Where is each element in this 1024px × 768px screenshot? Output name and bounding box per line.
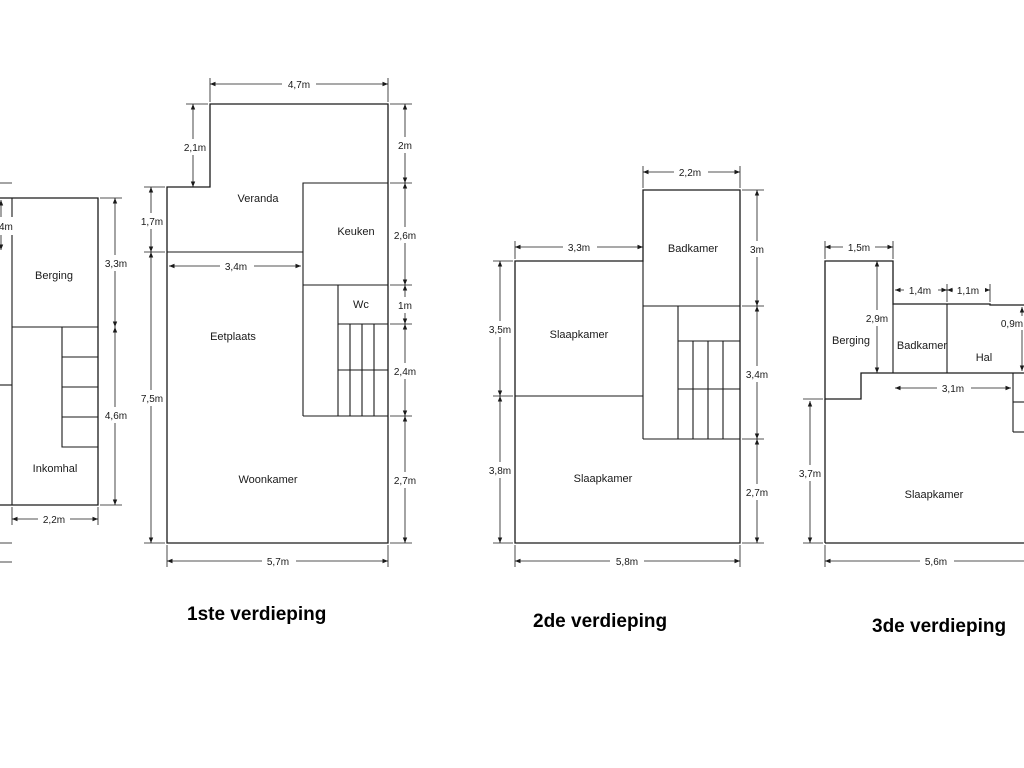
floor1-dim-inner: 3,4m — [225, 262, 247, 273]
floor1-stairs — [337, 324, 388, 416]
floor1-dim-left-top: 1,7m — [141, 217, 163, 228]
floor1-dim-r2: 2,6m — [394, 231, 416, 242]
ground-room-inkomhal: Inkomhal — [33, 463, 78, 475]
floor3-dim-bottom: 5,6m — [925, 557, 947, 568]
floor2-dim-r2: 3,4m — [746, 370, 768, 381]
ground-dim-inkomhal-val: 4,6m — [105, 411, 127, 422]
floor2-room-slaapkamer-bottom: Slaapkamer — [574, 473, 633, 485]
ground-floor-plan — [0, 182, 122, 563]
floor2-room-badkamer: Badkamer — [668, 243, 718, 255]
floor2-stairs — [677, 306, 740, 439]
floor1-dim-r5: 2,7m — [394, 476, 416, 487]
floor2-plan — [493, 166, 764, 567]
floor1-dim-notch: 2,1m — [184, 143, 206, 154]
floor3-room-hal: Hal — [976, 352, 993, 364]
floor1-dim-bottom: 5,7m — [267, 557, 289, 568]
floor2-dim-l2: 3,8m — [489, 466, 511, 477]
floor3-dim-top: 1,5m — [848, 243, 870, 254]
floor2-dim-top: 2,2m — [679, 168, 701, 179]
floor1-plan — [144, 78, 412, 567]
floor3-room-berging: Berging — [832, 335, 870, 347]
floor3-dim-inner: 3,1m — [942, 384, 964, 395]
ground-dim-width: 2,2m — [43, 515, 65, 526]
floor1-dim-top: 4,7m — [288, 80, 310, 91]
floor2-dim-bottom: 5,8m — [616, 557, 638, 568]
floor2-dim-r1: 3m — [750, 245, 764, 256]
floor2-room-slaapkamer-top: Slaapkamer — [550, 329, 609, 341]
floor2-dim-l1: 3,5m — [489, 325, 511, 336]
floor1-dim-r4: 2,4m — [394, 367, 416, 378]
floor3-dim-hal: 1,1m — [957, 286, 979, 297]
floor1-room-wc: Wc — [353, 299, 369, 311]
floor1-dim-r3: 1m — [398, 301, 412, 312]
caption-floor3: 3de verdieping — [872, 616, 1007, 637]
floor1-room-veranda: Veranda — [238, 193, 280, 205]
floor3-dim-left: 3,7m — [799, 469, 821, 480]
floor3-room-badkamer: Badkamer — [897, 340, 947, 352]
floor1-dim-left: 7,5m — [141, 394, 163, 405]
ground-dim-berging: 3,3m — [105, 259, 127, 270]
floor2-dim-r3: 2,7m — [746, 488, 768, 499]
floor3-dim-berging-h: 2,9m — [866, 314, 888, 325]
ground-dim-top: 4m — [0, 222, 13, 233]
floor1-room-woonkamer: Woonkamer — [238, 474, 297, 486]
caption-floor1: 1ste verdieping — [187, 604, 327, 625]
ground-room-berging: Berging — [35, 270, 73, 282]
floor3-dim-badkamer: 1,4m — [909, 286, 931, 297]
caption-floor2: 2de verdieping — [533, 611, 668, 632]
floor2-dim-left-top: 3,3m — [568, 243, 590, 254]
floor3-room-slaapkamer: Slaapkamer — [905, 489, 964, 501]
floor1-room-eetplaats: Eetplaats — [210, 331, 256, 343]
floor1-dim-r1: 2m — [398, 141, 412, 152]
floor3-dim-hal-h: 0,9m — [1001, 319, 1023, 330]
floor1-room-keuken: Keuken — [337, 226, 374, 238]
ground-stairs — [61, 327, 98, 448]
